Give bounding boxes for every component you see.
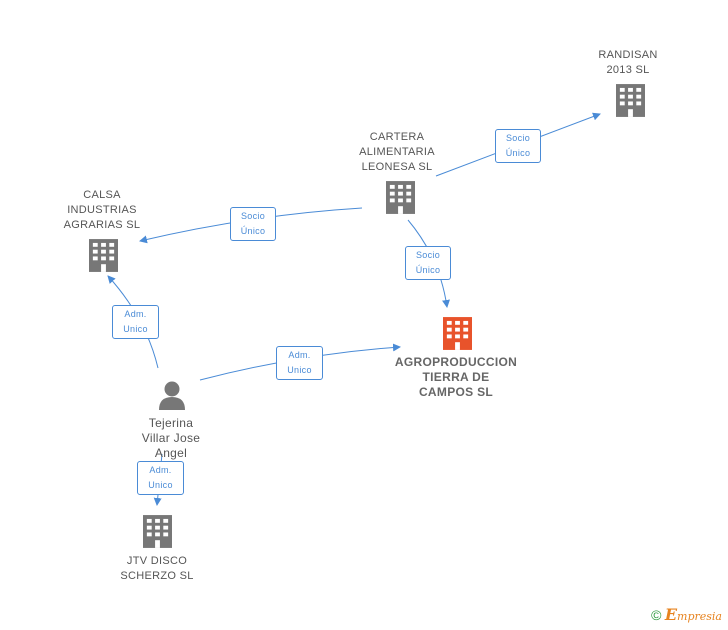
building-icon-jtv[interactable] [143, 515, 172, 548]
node-label-cartera[interactable]: CARTERA ALIMENTARIA LEONESA SL [359, 131, 435, 173]
building-icon-randisan[interactable] [616, 84, 645, 117]
footer-brand: © Empresia [651, 605, 722, 624]
building-icon-calsa[interactable] [89, 239, 118, 272]
building-icon-cartera[interactable] [386, 181, 415, 214]
edge-label-tejerina-jtv[interactable]: Adm. Unico [137, 461, 184, 495]
person-icon-tejerina[interactable] [159, 381, 185, 411]
copyright-icon: © [651, 607, 662, 623]
edge-label-tejerina-agro[interactable]: Adm. Unico [276, 346, 323, 380]
node-label-tejerina[interactable]: Tejerina Villar Jose Angel [141, 416, 201, 460]
node-label-jtv[interactable]: JTV DISCO SCHERZO SL [120, 555, 194, 582]
node-label-agro[interactable]: AGROPRODUCCION TIERRA DE CAMPOS SL [394, 355, 518, 399]
edge-label-tejerina-calsa[interactable]: Adm. Unico [112, 305, 159, 339]
edge-label-cartera-randisan[interactable]: Socio Único [495, 129, 541, 163]
edge-label-cartera-agro[interactable]: Socio Único [405, 246, 451, 280]
node-label-calsa[interactable]: CALSA INDUSTRIAS AGRARIAS SL [63, 189, 141, 231]
edge-label-cartera-calsa[interactable]: Socio Único [230, 207, 276, 241]
building-icon-agro[interactable] [443, 317, 472, 350]
node-label-randisan[interactable]: RANDISAN 2013 SL [598, 49, 658, 76]
empresia-logo: Empresia [664, 605, 722, 624]
